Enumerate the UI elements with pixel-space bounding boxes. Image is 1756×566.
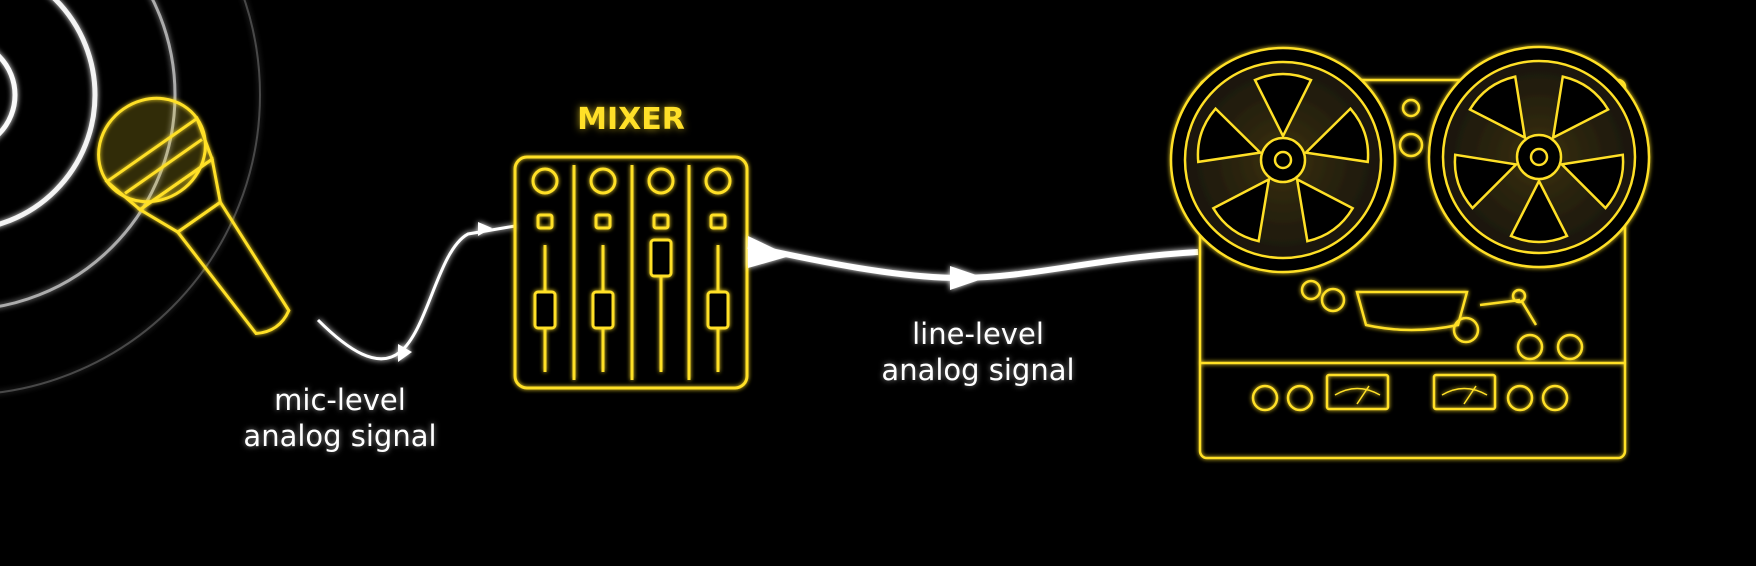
line-level-cable <box>747 236 1199 290</box>
line-level-label-line1: line-level <box>912 317 1044 351</box>
right-reel-icon <box>1427 45 1651 269</box>
mixer-output-connector-icon <box>748 236 790 268</box>
left-vu-meter-icon <box>1325 373 1390 411</box>
mic-level-label-line2: analog signal <box>243 419 437 453</box>
right-vu-meter-icon <box>1432 373 1497 411</box>
mixer-icon <box>513 155 749 390</box>
mic-cable-arrow-icon <box>398 344 412 362</box>
left-reel-icon <box>1169 46 1397 274</box>
mic-level-label: mic-level analog signal <box>220 382 460 454</box>
sound-waves-icon <box>0 0 261 394</box>
mic-level-label-line1: mic-level <box>274 383 406 417</box>
microphone-icon <box>97 96 291 336</box>
line-level-label-line2: analog signal <box>881 353 1075 387</box>
line-level-label: line-level analog signal <box>858 316 1098 388</box>
mic-level-cable <box>316 222 516 362</box>
mic-cable-arrow-2-icon <box>478 222 492 236</box>
line-cable-arrow-icon <box>950 266 985 290</box>
reel-to-reel-tape-recorder-icon <box>1169 45 1651 460</box>
mixer-title: MIXER <box>577 102 685 137</box>
